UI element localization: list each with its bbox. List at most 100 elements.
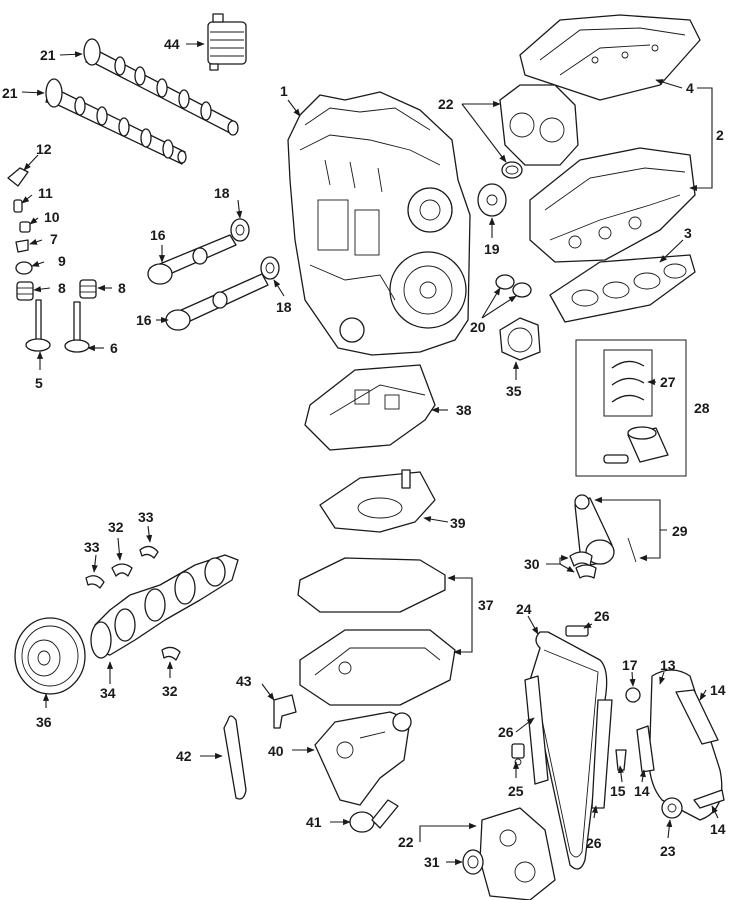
- callout-36: 36: [36, 714, 52, 730]
- keeper-10[interactable]: [19, 221, 31, 233]
- callout-41: 41: [306, 814, 322, 830]
- timing-cover-lower[interactable]: [479, 807, 556, 900]
- callout-28: 28: [694, 400, 710, 416]
- oil-baffle[interactable]: [319, 469, 436, 533]
- main-bearing-32-upper[interactable]: [111, 563, 133, 577]
- balance-gear-upper[interactable]: [230, 218, 250, 242]
- crankshaft[interactable]: [90, 554, 239, 659]
- oil-pump[interactable]: [314, 711, 412, 806]
- drive-belt[interactable]: [223, 715, 247, 800]
- leader-lines: [21, 40, 719, 866]
- retainer-7[interactable]: [15, 239, 29, 253]
- valve-spring-8-right[interactable]: [79, 279, 97, 299]
- pulley-19[interactable]: [477, 183, 507, 217]
- callout-43: 43: [236, 673, 252, 689]
- callout-37: 37: [478, 597, 494, 613]
- sprocket-23[interactable]: [661, 797, 683, 819]
- ladder-frame[interactable]: [304, 364, 436, 451]
- head-gasket[interactable]: [549, 254, 696, 323]
- camshaft-upper[interactable]: [83, 38, 239, 136]
- tensioner-bolt-15[interactable]: [615, 749, 627, 771]
- callout-11: 11: [38, 185, 53, 201]
- callout-32-lower: 32: [162, 683, 178, 699]
- callout-7: 7: [50, 231, 58, 247]
- oil-pan[interactable]: [299, 629, 456, 706]
- balance-shaft-upper[interactable]: [147, 234, 237, 285]
- oil-cooler[interactable]: [207, 13, 247, 71]
- rod-bearings-30[interactable]: [569, 551, 597, 579]
- cam-adjuster-housing[interactable]: [499, 84, 579, 166]
- chain-tensioner-rail-26-left[interactable]: [524, 675, 549, 785]
- sprocket-17[interactable]: [625, 687, 641, 703]
- lifter-11[interactable]: [13, 199, 23, 213]
- callout-34: 34: [100, 685, 116, 701]
- callout-6: 6: [110, 340, 118, 356]
- engine-block[interactable]: [287, 91, 471, 356]
- callout-13: 13: [660, 657, 676, 673]
- callout-22-upper: 22: [438, 96, 454, 112]
- callout-16-lower: 16: [136, 312, 152, 328]
- callout-39: 39: [450, 515, 466, 531]
- connecting-rod[interactable]: [574, 494, 637, 566]
- callout-32-upper: 32: [108, 519, 124, 535]
- rear-main-seal-35[interactable]: [499, 317, 541, 361]
- chain-guide-14-lower[interactable]: [693, 789, 725, 809]
- valve-cover[interactable]: [519, 14, 701, 101]
- main-bearing-33-right[interactable]: [139, 545, 159, 559]
- callout-12: 12: [36, 141, 52, 157]
- seal-20-a[interactable]: [495, 274, 515, 290]
- callout-15: 15: [610, 783, 626, 799]
- piston[interactable]: [603, 426, 669, 464]
- crank-seal-31[interactable]: [462, 849, 484, 875]
- callout-labels: 21 21 44 1 22 4 2 3 12 11 10 7 9 8 8 5 6…: [2, 36, 726, 870]
- callout-22-lower: 22: [398, 834, 414, 850]
- callout-1: 1: [280, 83, 288, 99]
- valve-5[interactable]: [25, 299, 51, 352]
- seal-20-b[interactable]: [512, 282, 532, 298]
- balance-gear-lower[interactable]: [260, 256, 280, 280]
- callout-16-upper: 16: [150, 227, 166, 243]
- callout-24: 24: [516, 601, 532, 617]
- valve-spring-8-left[interactable]: [16, 281, 34, 301]
- valve-6[interactable]: [64, 301, 90, 353]
- crankshaft-pulley[interactable]: [14, 617, 86, 695]
- rocker-arm-12[interactable]: [7, 167, 29, 187]
- callout-18-upper: 18: [214, 185, 230, 201]
- callout-33-left: 33: [84, 539, 100, 555]
- main-bearing-32-lower[interactable]: [161, 646, 181, 661]
- chain-guide-26-right[interactable]: [591, 699, 613, 809]
- piston-rings[interactable]: [611, 360, 645, 403]
- chain-guide-26-top[interactable]: [565, 625, 589, 637]
- callout-10: 10: [44, 209, 60, 225]
- main-bearing-33-left[interactable]: [85, 575, 105, 589]
- piston-kit-box: [575, 339, 687, 477]
- seal-22-upper[interactable]: [501, 161, 523, 179]
- tensioner-rail-14-left[interactable]: [636, 725, 655, 773]
- callout-26-bottom: 26: [586, 835, 602, 851]
- camshaft-lower[interactable]: [45, 78, 187, 165]
- oil-pickup[interactable]: [349, 799, 399, 833]
- callout-14-upper: 14: [710, 682, 726, 698]
- callout-17: 17: [622, 657, 638, 673]
- cylinder-head[interactable]: [529, 147, 696, 263]
- valve-seal-9[interactable]: [15, 261, 33, 275]
- chain-guide-14-upper[interactable]: [675, 689, 719, 745]
- callout-2: 2: [716, 127, 724, 143]
- callout-33-right: 33: [138, 509, 154, 525]
- callout-44: 44: [164, 36, 180, 52]
- timing-chain-24[interactable]: [529, 631, 608, 870]
- balance-shaft-lower[interactable]: [165, 273, 269, 331]
- callout-19: 19: [484, 241, 500, 257]
- oil-pan-gasket[interactable]: [297, 557, 446, 613]
- callout-42: 42: [176, 748, 192, 764]
- chain-tensioner-25[interactable]: [511, 743, 525, 766]
- callout-23: 23: [660, 843, 676, 859]
- callout-9: 9: [58, 253, 66, 269]
- callout-14-lower: 14: [710, 821, 726, 837]
- callout-29: 29: [672, 523, 688, 539]
- callout-5: 5: [35, 375, 43, 391]
- oil-pressure-sensor[interactable]: [273, 694, 297, 729]
- callout-4: 4: [686, 80, 694, 96]
- callout-26-top: 26: [594, 608, 610, 624]
- callout-35: 35: [506, 383, 522, 399]
